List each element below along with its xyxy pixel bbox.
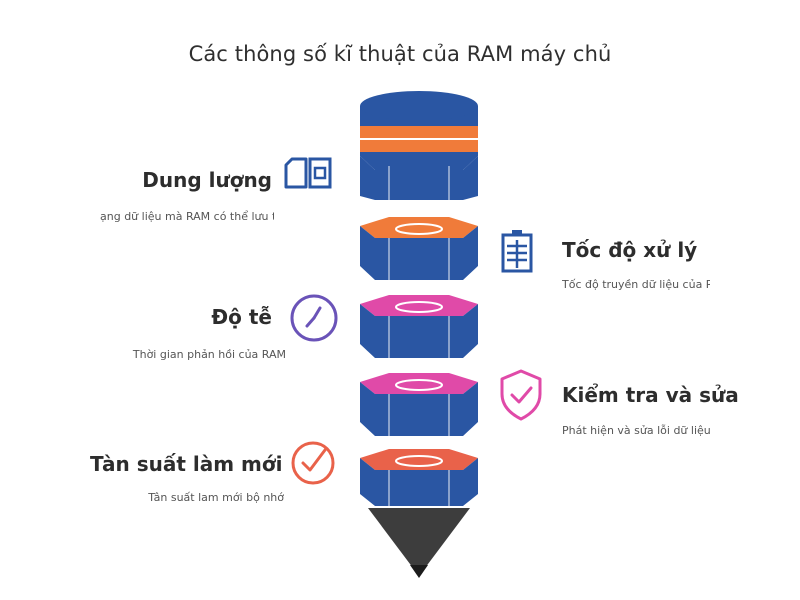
- pencil-tip: [368, 508, 470, 578]
- sim-card-icon: [284, 157, 332, 189]
- item-1-title: Dung lượng: [142, 168, 272, 192]
- top-cap: [360, 91, 478, 200]
- item-5-title: Tàn suất làm mới: [90, 452, 283, 476]
- battery-icon: [501, 230, 533, 273]
- item-2-desc: Tốc độ truyền dữ liệu của R: [562, 278, 710, 291]
- check-circle-icon: [291, 441, 335, 485]
- item-3-title: Độ tễ: [211, 305, 272, 329]
- item-1-desc: ạng dữ liệu mà RAM có thể lưu trữ: [100, 210, 274, 223]
- segment-red: [360, 449, 478, 506]
- item-3-desc: Thời gian phản hồi của RAM: [132, 348, 286, 361]
- shield-check-icon: [500, 369, 542, 421]
- segment-magenta-2: [360, 373, 478, 436]
- clock-icon: [290, 294, 338, 342]
- item-5-desc: Tân suất lam mới bộ nhớ: [148, 491, 284, 504]
- segment-orange: [360, 217, 478, 280]
- segment-magenta-1: [360, 295, 478, 358]
- item-2-title: Tốc độ xử lý: [562, 238, 698, 262]
- page-title: Các thông số kĩ thuật của RAM máy chủ: [188, 42, 612, 66]
- item-4-title: Kiểm tra và sửa: [562, 383, 739, 407]
- item-4-desc: Phát hiện và sửa lỗi dữ liệu: [562, 424, 710, 437]
